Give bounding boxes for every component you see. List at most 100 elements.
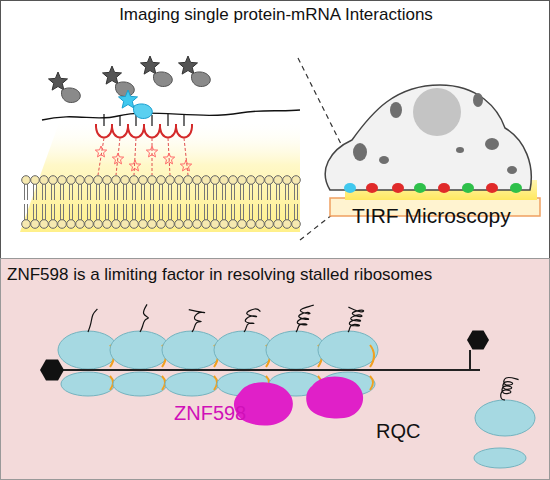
cell-vesicles-part — [485, 138, 499, 150]
cell-vesicles-part — [353, 143, 367, 161]
lipid-bilayer-part — [177, 184, 178, 200]
znf598-proteins — [234, 376, 363, 425]
lipid-bilayer-part — [94, 176, 103, 185]
cell-vesicles — [344, 93, 522, 193]
lipid-bilayer-part — [72, 184, 73, 200]
lipid-bilayer-part — [63, 204, 64, 220]
lipid-bilayer-part — [76, 220, 85, 229]
ribosomes-part — [474, 377, 535, 468]
cell-vesicles-part — [390, 102, 402, 118]
ribosomes-part-part — [501, 377, 519, 400]
lipid-bilayer-part — [76, 176, 85, 185]
ribosomes-part-part — [214, 331, 274, 369]
lipid-bilayer-part — [186, 184, 187, 200]
lipid-bilayer-part — [67, 220, 76, 229]
ribosomes-part-part — [189, 310, 205, 332]
cell-vesicles-part — [438, 183, 450, 193]
lipid-bilayer-part — [294, 204, 295, 220]
lipid-bilayer-part — [180, 204, 181, 220]
ribosomes-part-part — [113, 372, 167, 396]
lipid-bilayer-part — [211, 220, 220, 229]
lipid-bilayer-part — [222, 204, 223, 220]
lipid-bilayer-part — [150, 184, 151, 200]
mrna-caps — [40, 331, 489, 381]
ribosomes-part — [58, 309, 118, 396]
cell-vesicles-part — [379, 156, 389, 164]
lipid-bilayer-part — [153, 184, 154, 200]
capture-probes-part — [183, 115, 184, 126]
capture-probes-part — [112, 124, 128, 138]
lipid-bilayer-part — [166, 220, 175, 229]
lipid-bilayer-part — [157, 176, 166, 185]
lipid-bilayer-part — [108, 204, 109, 220]
lipid-bilayer-part — [51, 204, 52, 220]
capture-probes-part — [152, 138, 153, 175]
lipid-bilayer-part — [168, 184, 169, 200]
lipid-bilayer-part — [141, 204, 142, 220]
cell-vesicles-part — [486, 183, 498, 193]
lipid-bilayer-part — [211, 176, 220, 185]
lipid-bilayer-part — [99, 184, 100, 200]
lipid-bilayer-part — [279, 204, 280, 220]
lipid-bilayer-part — [114, 184, 115, 200]
lipid-bilayer-part — [45, 184, 46, 200]
lipid-bilayer-part — [33, 204, 34, 220]
lipid-bilayer-part — [31, 176, 40, 185]
ribosomes-part-part — [110, 331, 170, 369]
ribosomes-part-part — [370, 345, 374, 367]
lipid-bilayer-part — [256, 176, 265, 185]
lipid-bilayer-part — [96, 184, 97, 200]
ribosomes-part-part — [475, 400, 535, 436]
lipid-bilayer-part — [78, 204, 79, 220]
lipid-bilayer-part — [240, 204, 241, 220]
ribosomes-part-part — [112, 369, 168, 371]
lipid-bilayer-part — [222, 184, 223, 200]
lipid-bilayer-part — [144, 184, 145, 200]
lipid-bilayer-part — [229, 220, 238, 229]
lipid-bilayer-part — [60, 184, 61, 200]
lipid-bilayer-part — [249, 184, 250, 200]
ribosomes-part-part — [318, 331, 378, 369]
lipid-bilayer-part — [238, 176, 247, 185]
lipid-bilayer-part — [213, 184, 214, 200]
cell-vesicles-part — [510, 183, 522, 193]
znf598-proteins-part — [306, 376, 363, 418]
lipid-bilayer-part — [297, 204, 298, 220]
ribosomes-part-part — [296, 305, 314, 332]
lipid-bilayer-part — [112, 176, 121, 185]
lipid-bilayer-part — [285, 204, 286, 220]
lipid-bilayer-part — [33, 184, 34, 200]
lipid-bilayer-part — [238, 220, 247, 229]
capture-probes-part — [144, 124, 160, 138]
labelled-proteins-part — [115, 82, 134, 97]
lipid-bilayer-part — [87, 184, 88, 200]
lipid-bilayer-part — [150, 204, 151, 220]
ribosomes-part-part — [474, 448, 526, 468]
lipid-bilayer-part — [49, 220, 58, 229]
lipid-bilayer-part — [198, 204, 199, 220]
lipid-bilayer-part — [117, 204, 118, 220]
lipid-bilayer-part — [195, 184, 196, 200]
lipid-bilayer-part — [243, 184, 244, 200]
lipid-bilayer-part — [36, 184, 37, 200]
lipid-bilayer-part — [117, 184, 118, 200]
figure-panel: ZNF598 is a limiting factor in resolving… — [0, 258, 550, 480]
lipid-bilayer-part — [256, 220, 265, 229]
evanescent-field-part — [20, 120, 300, 232]
lipid-bilayer — [22, 176, 301, 229]
lipid-bilayer-part — [270, 204, 271, 220]
lipid-bilayer-part — [283, 176, 292, 185]
lipid-bilayer-part — [234, 204, 235, 220]
mrna-caps-part — [467, 331, 489, 350]
ribosomes-part-part — [370, 376, 373, 390]
lipid-bilayer-part — [105, 204, 106, 220]
lipid-bilayer-part — [132, 204, 133, 220]
lipid-bilayer-part — [42, 204, 43, 220]
ribosomes-part-part — [110, 376, 113, 390]
lipid-bilayer-part — [78, 184, 79, 200]
lipid-bilayer-part — [198, 184, 199, 200]
lipid-bilayer-part — [139, 220, 148, 229]
lipid-bilayer-part — [220, 176, 229, 185]
lipid-bilayer-part — [204, 204, 205, 220]
